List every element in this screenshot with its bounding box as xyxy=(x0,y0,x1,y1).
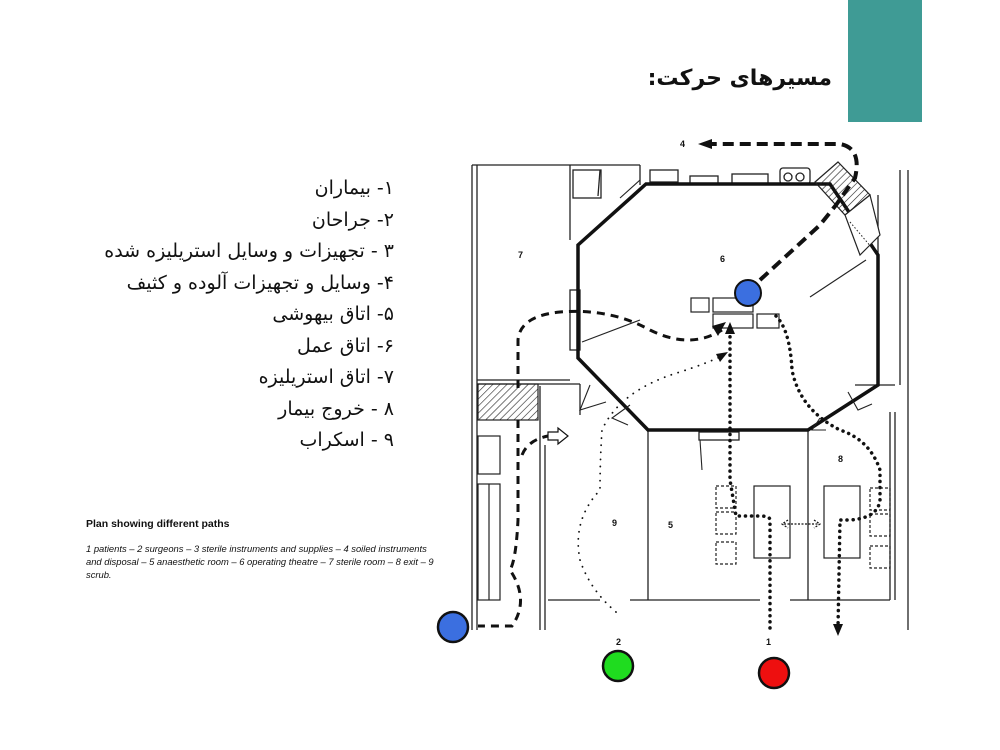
arrowhead xyxy=(725,322,735,334)
path-surgeons xyxy=(577,355,723,613)
path-patients xyxy=(728,314,882,630)
legend-item: ۸ - خروج بیمار xyxy=(278,397,394,420)
disposal-chute xyxy=(814,161,881,257)
sterile-room-shelves xyxy=(477,435,501,601)
legend-item: ۴- وسایل و تجهیزات آلوده و کثیف xyxy=(126,271,394,294)
theatre-furniture xyxy=(690,297,891,569)
patients-marker xyxy=(757,656,791,690)
hatched-cabinet xyxy=(477,383,539,421)
legend-list: ۱- بیماران ۲- جراحان ۳ - تجهیزات و وسایل… xyxy=(104,173,394,457)
plan-caption: Plan showing different paths 1 patients … xyxy=(86,518,438,581)
surgeons-marker xyxy=(601,649,635,683)
caption-body: 1 patients – 2 surgeons – 3 sterile inst… xyxy=(86,543,434,580)
slide-title: مسیرهای حرکت: xyxy=(647,66,832,91)
legend-item: ۲- جراحان xyxy=(311,208,394,231)
soiled-marker xyxy=(436,610,470,644)
legend-item: ۹ - اسکراب xyxy=(299,429,395,451)
table-transfer-arrow xyxy=(780,519,822,529)
sterile-passage-arrow xyxy=(547,426,569,446)
room-label-sterile: 7 xyxy=(518,250,523,260)
accent-bar xyxy=(848,0,922,122)
path-label-soiled: 4 xyxy=(680,139,685,149)
legend-item: ۶- اتاق عمل xyxy=(297,334,394,357)
legend-item: ۷- اتاق استریلیزه xyxy=(258,366,394,388)
sterile-supplies-marker xyxy=(734,279,762,307)
room-label-scrub: 9 xyxy=(612,518,617,528)
path-label-surgeons: 2 xyxy=(616,637,621,647)
arrowhead xyxy=(833,624,843,636)
door-swings xyxy=(579,179,873,471)
legend-item: ۱- بیماران xyxy=(314,177,394,199)
path-label-patients: 1 xyxy=(766,637,771,647)
legend-item: ۳ - تجهیزات و وسایل استریلیزه شده xyxy=(104,240,394,262)
arrowhead xyxy=(712,322,726,336)
path-sterile-supplies xyxy=(478,309,723,628)
room-label-theatre: 6 xyxy=(720,254,725,264)
plan-walls xyxy=(471,164,909,630)
legend-item: ۵- اتاق بیهوشی xyxy=(272,303,394,325)
caption-title: Plan showing different paths xyxy=(86,518,230,530)
arrowhead xyxy=(716,352,728,362)
room-label-exit: 8 xyxy=(838,454,843,464)
path-soiled: 4 xyxy=(680,139,859,282)
room-label-anaesthetic: 5 xyxy=(668,520,673,530)
theatre-walls xyxy=(576,182,880,432)
